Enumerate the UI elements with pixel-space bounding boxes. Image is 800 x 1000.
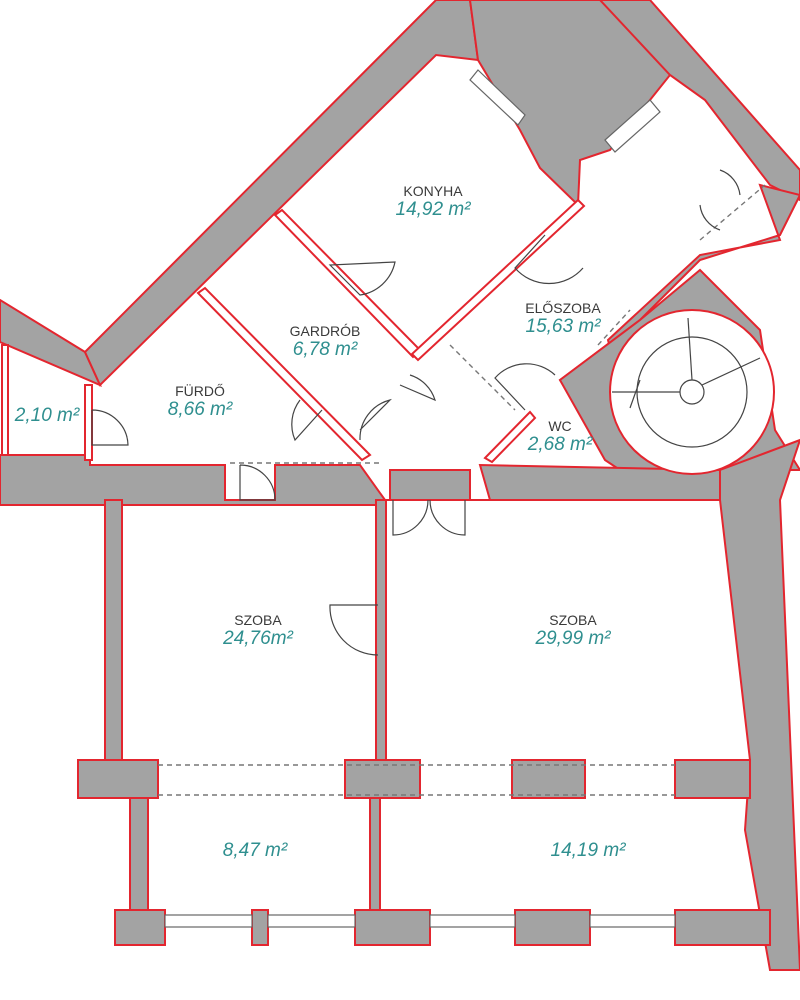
- room-name: ELŐSZOBA: [525, 300, 601, 316]
- door-bath-2: [239, 464, 276, 501]
- room-small: 2,10 m²: [15, 405, 79, 427]
- wall-gardrob-bath: [196, 286, 372, 462]
- room-area: 2,68 m²: [527, 434, 593, 455]
- wall-bottom-pier-2: [344, 759, 421, 799]
- wall-loggia-left: [129, 797, 149, 911]
- room-bedroom-left: SZOBA 24,76m²: [223, 612, 293, 650]
- room-name: SZOBA: [234, 612, 282, 628]
- window-bottom-1: [164, 914, 253, 928]
- window-hall: [604, 99, 661, 153]
- room-area: 14,92 m²: [395, 199, 471, 220]
- wall-bath-small: [84, 384, 93, 461]
- room-kitchen: KONYHA 14,92 m²: [396, 183, 471, 221]
- opening-line: [699, 184, 766, 241]
- window-kitchen: [469, 69, 526, 126]
- door-rooms: [329, 604, 379, 656]
- room-area: 2,10 m²: [14, 405, 80, 426]
- room-hall: ELŐSZOBA 15,63 m²: [525, 300, 600, 338]
- wall-vertical-left: [104, 499, 123, 761]
- wall-loggia-mid: [369, 797, 381, 911]
- room-name: GARDRÓB: [289, 323, 361, 339]
- door-bath: [91, 409, 129, 446]
- room-bathroom: FÜRDŐ 8,66 m²: [168, 383, 232, 421]
- door-wc: [494, 363, 556, 411]
- door-hall-kitchen: [514, 234, 584, 285]
- door-gardrob: [291, 399, 323, 442]
- room-area: 29,99 m²: [535, 628, 611, 649]
- wall-bottom-pier-4: [674, 759, 751, 799]
- room-area: 14,19 m²: [550, 840, 626, 861]
- wall-bottom-pier-3: [511, 759, 586, 799]
- wall-bottom-5: [674, 909, 771, 946]
- room-wardrobe: GARDRÓB 6,78 m²: [290, 323, 361, 361]
- opening-line: [597, 309, 631, 346]
- room-area: 15,63 m²: [525, 316, 601, 337]
- room-area: 8,66 m²: [167, 399, 233, 420]
- room-wc: WC 2,68 m²: [528, 418, 592, 456]
- door-double-hall: [359, 374, 436, 441]
- wall-bottom-4: [514, 909, 591, 946]
- door-entry: [699, 169, 741, 231]
- room-area: 6,78 m²: [292, 339, 358, 360]
- room-name: SZOBA: [549, 612, 597, 628]
- wall-bottom-piers: [77, 759, 159, 799]
- room-area: 24,76m²: [223, 628, 293, 649]
- wall-right-outer: [719, 438, 800, 971]
- room-loggia-left: 8,47 m²: [223, 840, 287, 862]
- opening-line: [449, 344, 516, 411]
- room-name: FÜRDŐ: [175, 383, 225, 399]
- room-name: WC: [548, 418, 572, 434]
- door-double-room: [392, 499, 466, 536]
- wall-bottom-2: [251, 909, 269, 946]
- wall-vertical-middle: [375, 499, 387, 761]
- wall-wc: [483, 410, 537, 464]
- window-bottom-3: [429, 914, 516, 928]
- spiral-staircase: [609, 309, 775, 475]
- wall-bottom: [114, 909, 166, 946]
- room-loggia-right: 14,19 m²: [551, 840, 626, 862]
- wall-left-diagonal: [0, 298, 102, 387]
- wall-bottom-3: [354, 909, 431, 946]
- wall-middle-horizontal: [0, 454, 721, 506]
- room-name: KONYHA: [403, 183, 463, 199]
- room-area: 8,47 m²: [222, 840, 288, 861]
- room-bedroom-right: SZOBA 29,99 m²: [536, 612, 611, 650]
- window-bottom-2: [267, 914, 356, 928]
- door-kitchen: [328, 261, 396, 296]
- window-bottom-4: [589, 914, 676, 928]
- wall-small-room: [1, 344, 9, 456]
